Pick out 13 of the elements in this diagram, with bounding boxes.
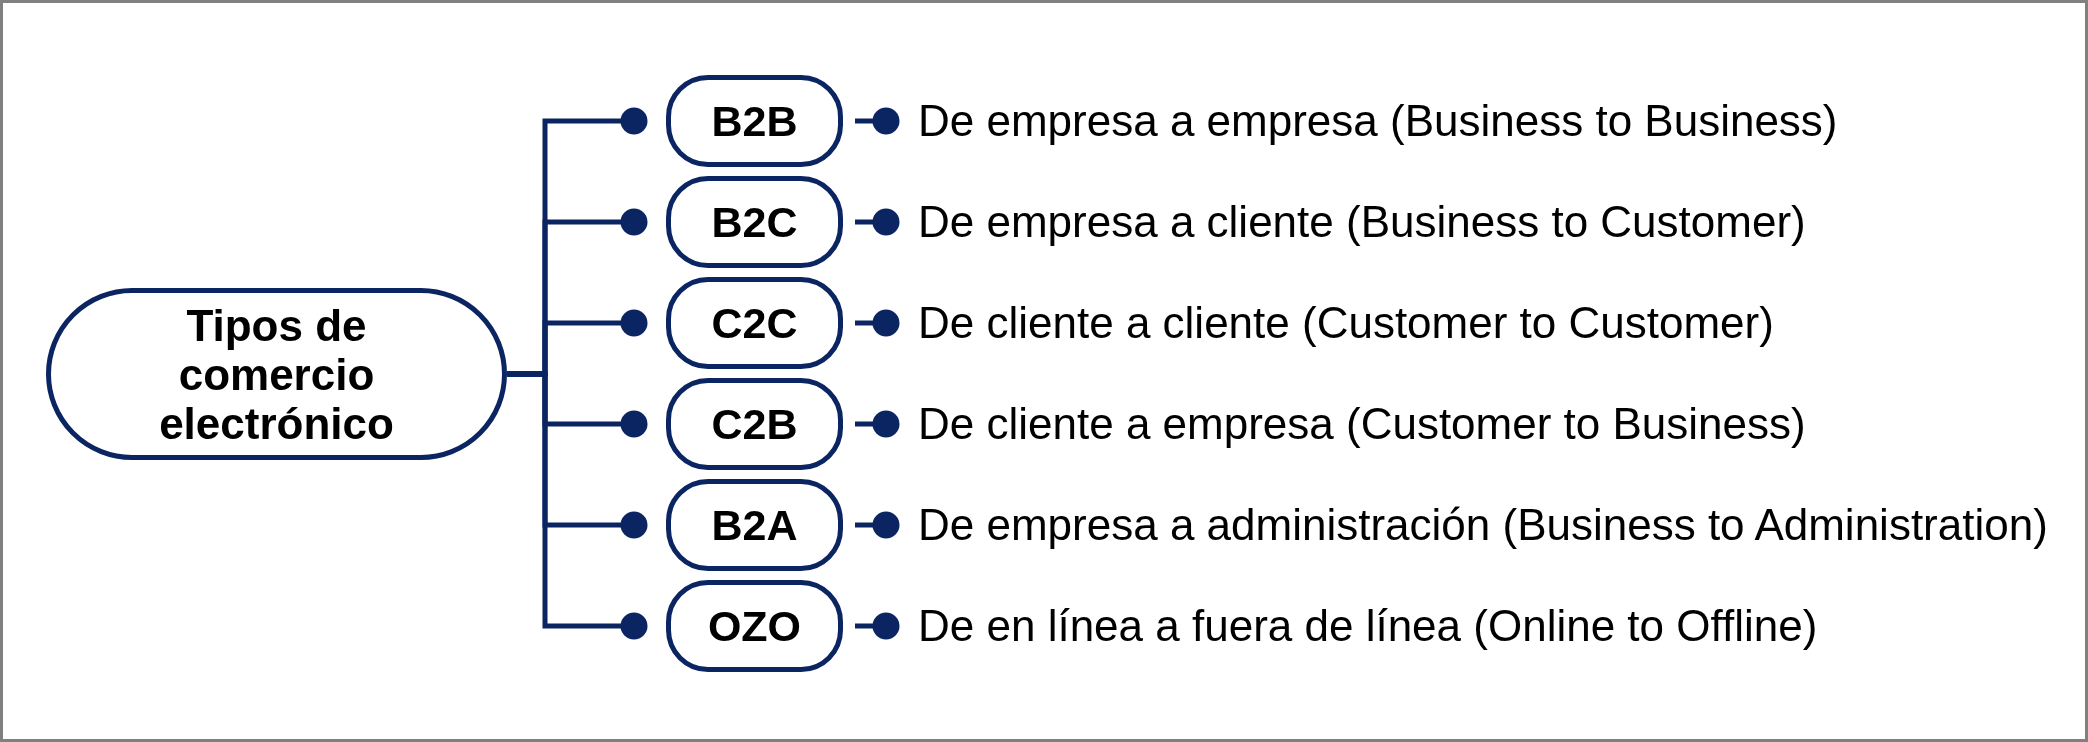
category-node: C2C: [666, 277, 843, 369]
category-node: B2C: [666, 176, 843, 268]
description-text: De empresa a cliente (Business to Customer): [918, 196, 1806, 248]
description-text: De empresa a administración (Business to Administration): [918, 499, 2048, 551]
description-text: De en línea a fuera de línea (Online to Offline): [918, 600, 1818, 652]
description-text: De empresa a empresa (Business to Business): [918, 95, 1838, 147]
description-text: De cliente a cliente (Customer to Customer): [918, 297, 1774, 349]
category-node: B2A: [666, 479, 843, 571]
description-text: De cliente a empresa (Customer to Business): [918, 398, 1806, 450]
category-node: B2B: [666, 75, 843, 167]
category-node: C2B: [666, 378, 843, 470]
category-node: OZO: [666, 580, 843, 672]
topic-node: Tipos de comercio electrónico: [46, 288, 507, 460]
